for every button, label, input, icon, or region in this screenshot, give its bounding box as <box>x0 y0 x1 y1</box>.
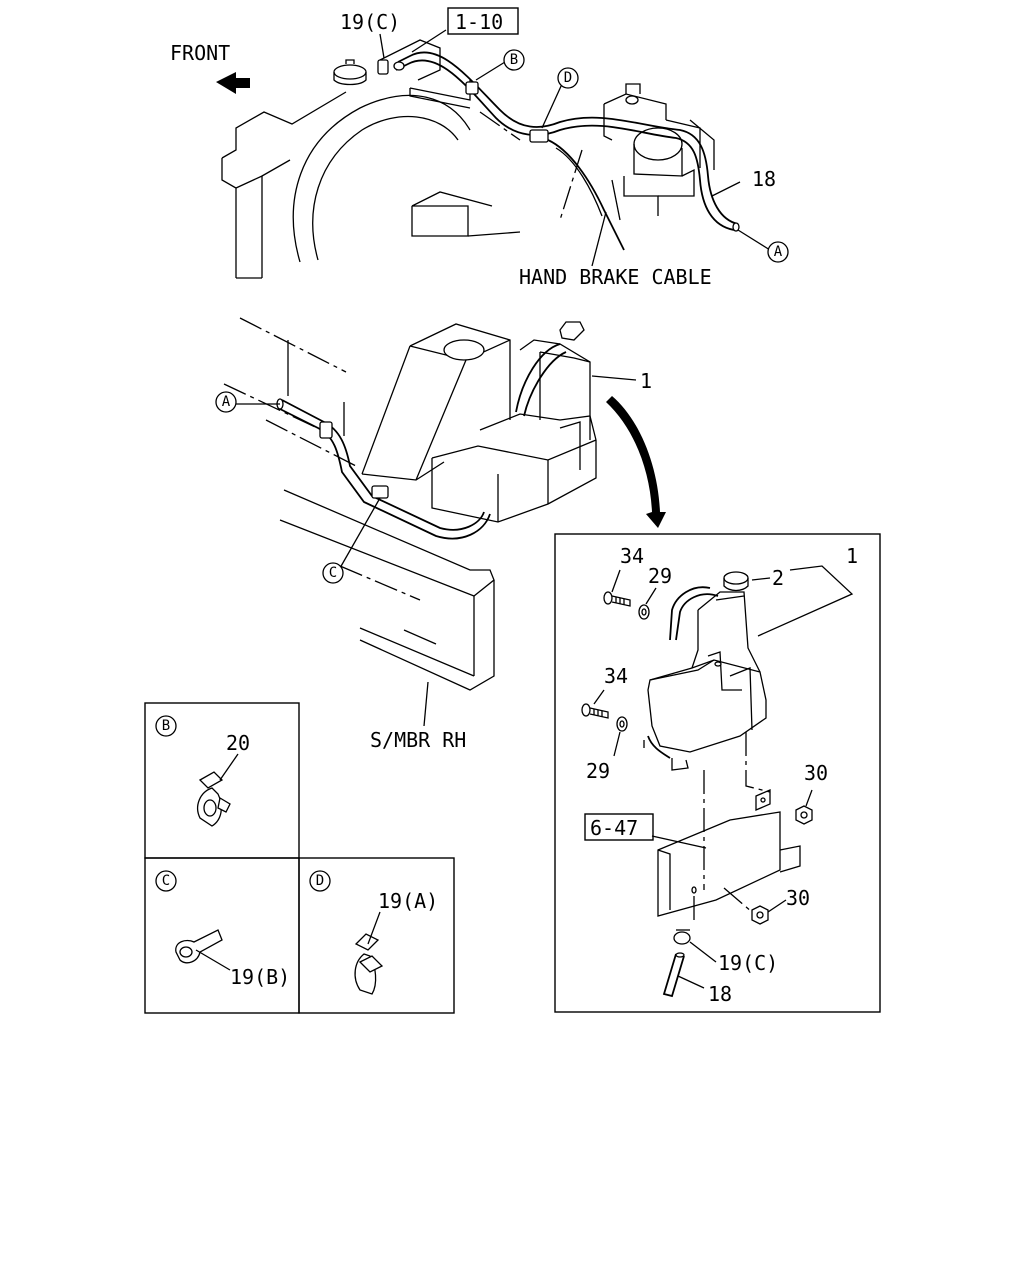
clip-19a-drawing <box>354 911 384 995</box>
label-19b: 19(B) <box>230 965 290 989</box>
label-ref-6-47: 6-47 <box>590 816 638 840</box>
label-1-top: 1 <box>640 369 652 393</box>
svg-text:B: B <box>162 718 170 734</box>
label-19c-detail: 19(C) <box>718 951 778 975</box>
top-view-drawing <box>216 7 771 279</box>
svg-text:A: A <box>774 244 783 260</box>
svg-text:D: D <box>564 70 572 86</box>
clip-19b-drawing <box>175 929 231 971</box>
label-s-mbr-rh: S/MBR RH <box>370 728 466 752</box>
label-34-lower: 34 <box>604 664 628 688</box>
middle-view-drawing <box>223 317 666 727</box>
bolt-34-lower <box>581 703 609 719</box>
detail-arrow-icon <box>606 396 666 528</box>
svg-text:B: B <box>510 52 518 68</box>
label-front: FRONT <box>170 41 230 65</box>
label-hand-brake-cable: HAND BRAKE CABLE <box>519 265 712 289</box>
callout-c-inset: C <box>155 870 177 892</box>
callout-d-inset: D <box>309 870 331 892</box>
callout-b-inset: B <box>155 715 177 737</box>
label-30-lower: 30 <box>786 886 810 910</box>
ref-box-1-10 <box>447 7 519 35</box>
label-2: 2 <box>772 566 784 590</box>
label-29-lower: 29 <box>586 759 610 783</box>
detail-box <box>554 533 881 1013</box>
svg-text:C: C <box>162 873 170 889</box>
clip-19c-detail <box>673 931 691 945</box>
callout-b-top: B <box>503 49 525 71</box>
svg-text:C: C <box>329 565 337 581</box>
svg-text:D: D <box>316 873 324 889</box>
bolt-34-upper <box>603 591 631 607</box>
label-34-upper: 34 <box>620 544 644 568</box>
label-19a: 19(A) <box>378 889 438 913</box>
label-18-top: 18 <box>752 167 776 191</box>
callout-c-mid: C <box>322 562 344 584</box>
label-1-detail: 1 <box>846 544 858 568</box>
label-18-detail: 18 <box>708 982 732 1006</box>
callout-a-mid: A <box>215 391 237 413</box>
label-29-upper: 29 <box>648 564 672 588</box>
svg-text:A: A <box>222 394 231 410</box>
label-19c-top: 19(C) <box>340 10 400 34</box>
labels: FRONT 1-10 19(C) 18 HAND BRAKE CABLE 1 S… <box>170 10 858 1006</box>
clip-20-drawing <box>197 753 239 827</box>
label-30-upper: 30 <box>804 761 828 785</box>
label-ref-1-10: 1-10 <box>455 10 503 34</box>
label-20: 20 <box>226 731 250 755</box>
inset-boxes <box>144 702 455 1014</box>
ref-box-6-47 <box>584 813 654 841</box>
callout-d-top: D <box>557 67 579 89</box>
callouts: B D A A C B C D <box>155 49 789 892</box>
front-arrow-icon <box>216 72 250 94</box>
callout-a-top: A <box>767 241 789 263</box>
